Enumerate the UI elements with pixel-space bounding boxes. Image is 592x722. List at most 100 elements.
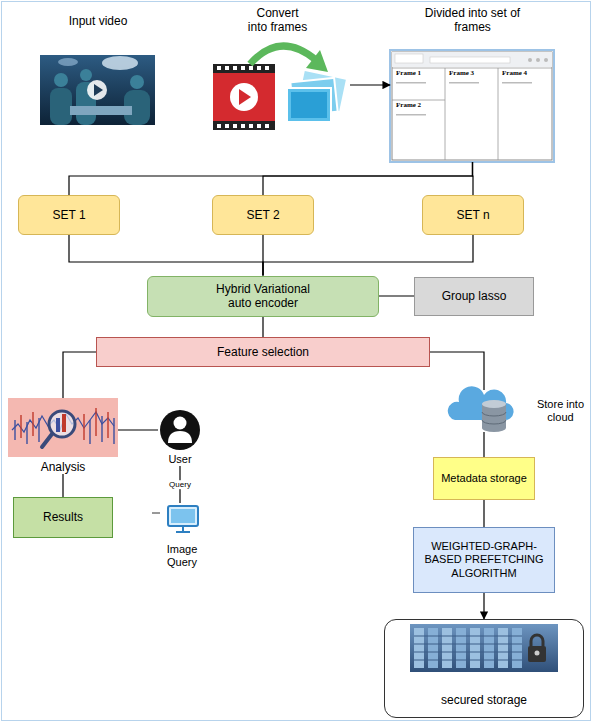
user-icon: User <box>158 409 202 466</box>
analysis-chart <box>95 408 96 436</box>
frames-window <box>502 82 532 84</box>
user-icon <box>160 410 200 450</box>
frames-window <box>396 82 426 84</box>
film-icon <box>265 124 269 128</box>
film-icon <box>249 124 253 128</box>
secured-storage-image <box>428 628 438 668</box>
surgery-video-thumbnail <box>70 106 132 115</box>
node-text: Convert into frames <box>247 6 309 35</box>
analysis-chart <box>89 420 90 444</box>
process-box: Hybrid Variational auto encoder <box>147 276 379 317</box>
analysis-chart <box>62 414 66 432</box>
film-icon <box>249 66 253 70</box>
cloud-database-icon <box>482 420 506 424</box>
connector <box>263 235 473 276</box>
secured-storage-image <box>414 628 424 668</box>
process-box: Group lasso <box>414 277 534 316</box>
frame-label: Frame 2 <box>396 102 421 110</box>
cloud-icon: Store into cloud <box>449 390 588 432</box>
node-text: SET n <box>456 208 489 222</box>
secured-storage-image <box>410 624 558 672</box>
frames-window <box>396 114 426 116</box>
frames-window <box>528 58 532 62</box>
monitor-icon <box>152 506 198 533</box>
film-icon <box>239 89 251 105</box>
connector <box>379 295 414 296</box>
process-box: Feature selection <box>96 337 430 367</box>
cloud-database-icon <box>482 400 506 408</box>
frames-window <box>445 68 446 160</box>
node-text: SET 1 <box>52 208 85 222</box>
secured-storage-image <box>528 646 546 662</box>
film-icon <box>213 64 275 73</box>
film-icon <box>241 124 245 128</box>
node-text: WEIGHTED-GRAPH-BASED PREFETCHING ALGORIT… <box>422 540 546 580</box>
cloud-database-icon <box>448 386 514 432</box>
connector <box>472 162 474 195</box>
secured-storage-image <box>456 628 466 668</box>
connector <box>262 317 263 338</box>
analysis-chart <box>26 422 27 444</box>
frames-window <box>430 57 510 63</box>
analysis-icon: Analysis <box>8 398 118 474</box>
analysis-chart <box>8 398 118 457</box>
surgery-video-thumbnail <box>40 55 155 125</box>
film-icon <box>265 66 269 70</box>
secured-storage-image <box>531 635 543 646</box>
connector <box>483 432 484 457</box>
frames-window <box>536 58 540 62</box>
surgery-video-thumbnail <box>80 69 92 81</box>
node-text: SET 2 <box>246 208 279 222</box>
node-text: Store into cloud <box>533 398 588 424</box>
image-query-icon: Image Query <box>156 503 208 569</box>
node-text: Image Query <box>162 543 202 569</box>
monitor-icon <box>176 531 190 533</box>
node-text: Group lasso <box>442 289 507 303</box>
analysis-chart <box>83 414 84 440</box>
connector <box>63 352 96 398</box>
analysis-chart <box>101 416 102 442</box>
node-text: Analysis <box>41 460 86 474</box>
secured-storage-image <box>498 628 508 668</box>
connector <box>430 352 484 390</box>
film-icon <box>213 121 275 130</box>
secured-storage-image <box>470 628 480 668</box>
frames-window <box>449 82 479 84</box>
node-text: Results <box>43 510 83 524</box>
frames-icon <box>291 92 327 118</box>
storage-box: Metadata storage <box>433 457 535 500</box>
set-box: SET n <box>422 195 524 235</box>
analysis-chart <box>8 398 118 457</box>
surgery-video-thumbnail <box>130 75 144 89</box>
film-icon <box>213 64 275 130</box>
surgery-video-thumbnail <box>50 88 72 125</box>
film-icon <box>225 66 229 70</box>
frames-window <box>392 100 445 101</box>
secured-storage-image <box>484 628 494 668</box>
surgery-video-thumbnail <box>102 56 138 70</box>
analysis-chart <box>113 418 114 444</box>
analysis-chart <box>42 434 52 447</box>
analysis-chart <box>107 412 108 438</box>
secured-storage-image <box>414 660 522 661</box>
monitor-icon <box>168 506 198 526</box>
secured-storage-image <box>414 636 522 637</box>
surgery-video-thumbnail <box>87 80 107 100</box>
conversion-arrow <box>250 46 316 64</box>
frame-label: Frame 3 <box>449 70 474 78</box>
connector <box>483 593 484 619</box>
frames-icon <box>287 88 331 122</box>
analysis-chart <box>14 420 15 440</box>
film-icon <box>225 124 229 128</box>
edge-label: Query <box>167 480 193 490</box>
film-icon <box>257 124 261 128</box>
video-input: Input video <box>38 14 158 126</box>
film-icon <box>233 124 237 128</box>
node-text: Divided into set of frames <box>423 6 523 35</box>
secured-storage-image <box>414 644 522 645</box>
frames-window <box>392 52 552 160</box>
cloud-database-icon <box>482 424 506 432</box>
secured-storage-image <box>410 624 558 672</box>
node-text: Input video <box>69 14 128 28</box>
